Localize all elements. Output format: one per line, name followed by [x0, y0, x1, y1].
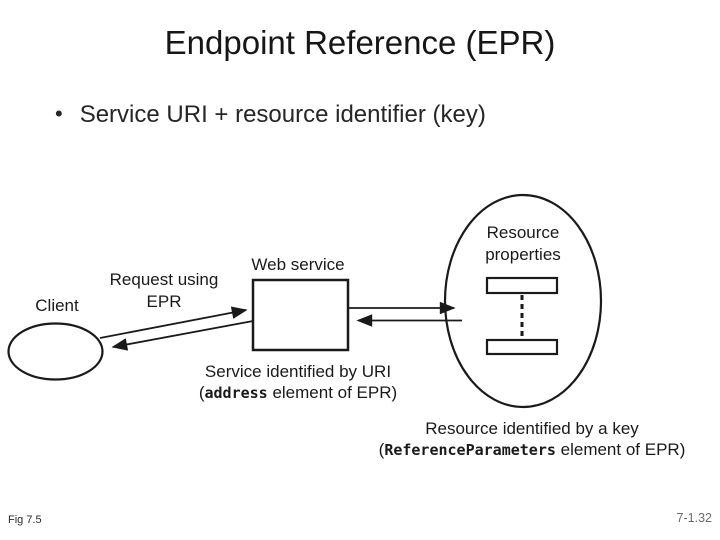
- response-arrow: [111, 320, 254, 351]
- reference-parameters-code: ReferenceParameters: [384, 441, 556, 459]
- web-service-label: Web service: [251, 255, 345, 274]
- bullet-text: Service URI + resource identifier (key): [79, 101, 486, 128]
- resource-properties-label: Resource properties: [485, 223, 561, 264]
- figure-label: Fig 7.5: [8, 514, 42, 526]
- bullet-item: • Service URI + resource identifier (key…: [55, 101, 486, 129]
- service-caption: Service identified by URI (address eleme…: [199, 361, 397, 404]
- client-label: Client: [35, 296, 79, 315]
- resource-property-top-rect: [485, 276, 559, 295]
- request-using-epr-label: Request using EPR: [109, 270, 219, 311]
- service-caption-line2: (address element of EPR): [198, 383, 398, 402]
- resource-caption-line1: Resource identified by a key: [425, 419, 639, 438]
- client-ellipse: [7, 322, 104, 381]
- request-arrow: [99, 306, 248, 339]
- service-caption-line1: Service identified by URI: [204, 362, 392, 381]
- resource-caption: Resource identified by a key (ReferenceP…: [379, 418, 686, 461]
- resource-caption-line2: (ReferenceParameters element of EPR): [378, 440, 686, 459]
- resource-properties-ellipse: [443, 193, 603, 409]
- page-number: 7-1.32: [676, 511, 712, 525]
- web-service-box: [251, 278, 350, 352]
- page-title: Endpoint Reference (EPR): [164, 24, 556, 61]
- address-code: address: [204, 384, 268, 402]
- bullet-icon: •: [55, 101, 63, 126]
- resource-property-bottom-rect: [485, 338, 559, 356]
